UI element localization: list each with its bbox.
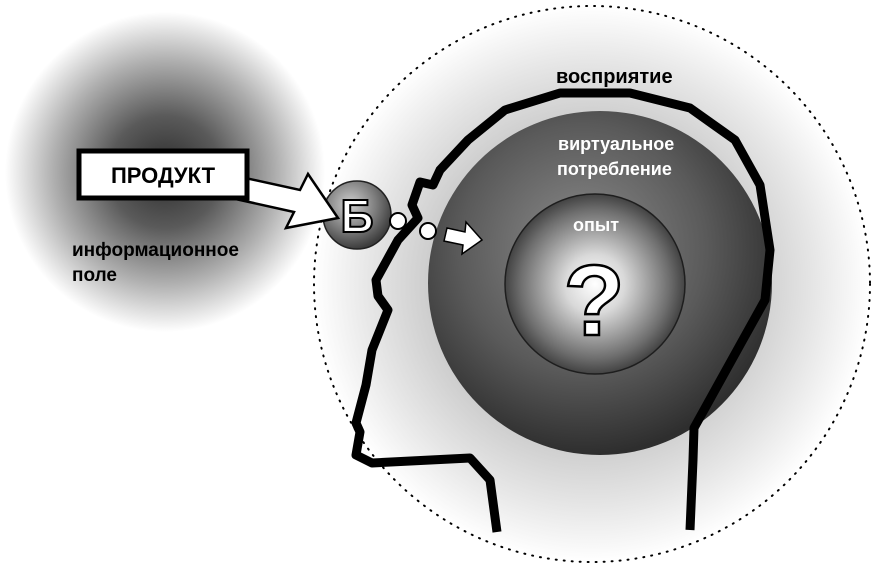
bead-1 <box>389 212 407 230</box>
entry-arrow-icon <box>443 220 484 256</box>
virtual-consumption-label-line1: виртуальное <box>558 134 674 154</box>
bead-2 <box>419 222 437 240</box>
information-field-label-line1: информационное <box>72 240 239 261</box>
experience-label: опыт <box>573 215 619 235</box>
information-field-label-line2: поле <box>72 265 117 286</box>
product-label: ПРОДУКТ <box>111 163 216 188</box>
question-mark-icon: ? <box>563 245 624 357</box>
b-letter: Б <box>340 190 373 242</box>
product-box <box>76 148 250 201</box>
virtual-consumption-label-line2: потребление <box>557 159 672 179</box>
head-profile-outline-icon <box>351 88 775 533</box>
perception-dotted-boundary <box>313 5 871 563</box>
experience-core-sphere <box>504 193 686 375</box>
perception-label: восприятие <box>556 66 673 88</box>
